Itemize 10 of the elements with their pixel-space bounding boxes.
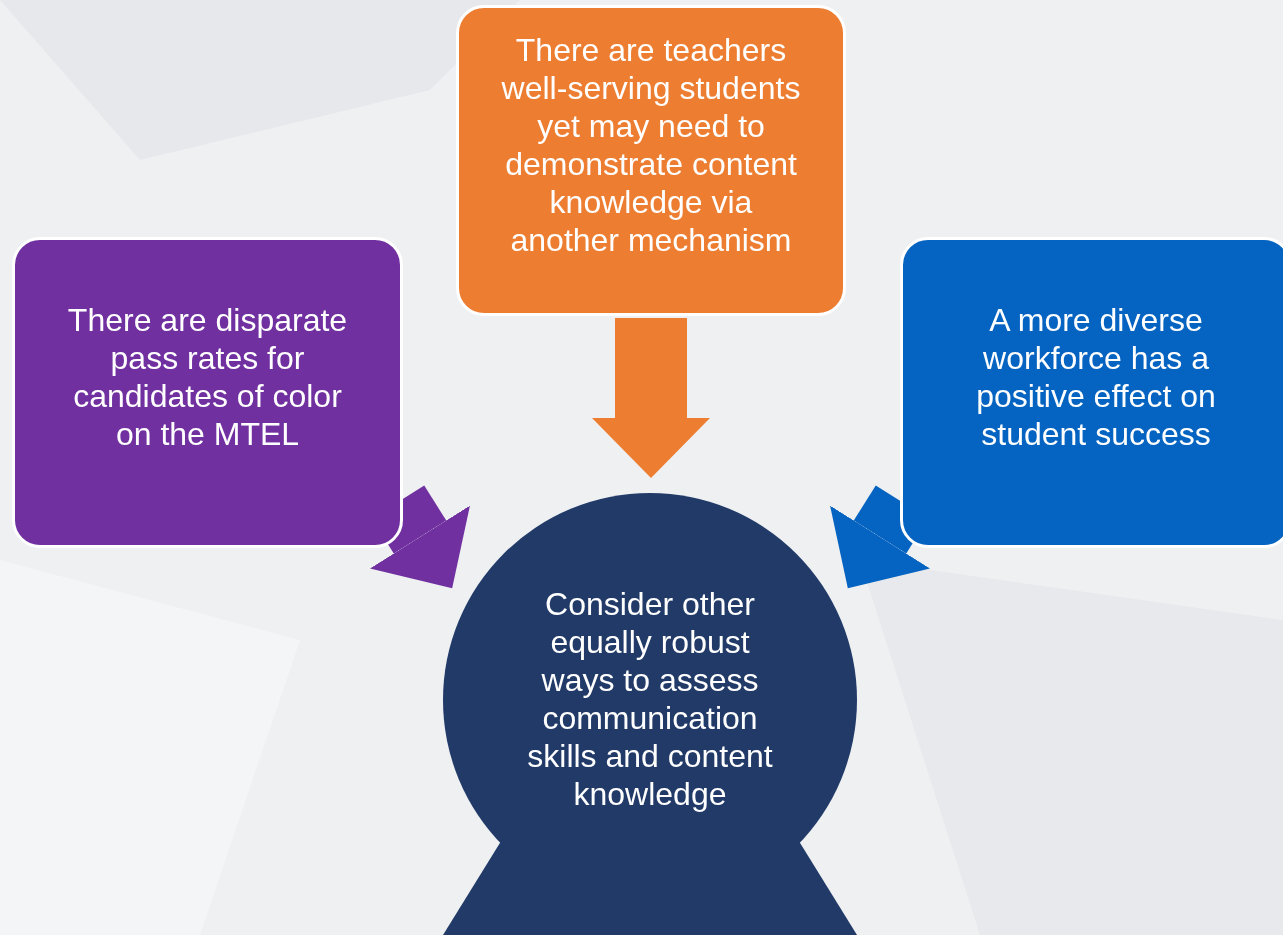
- block-arrow: [592, 318, 710, 478]
- rounded-box: [900, 237, 1283, 548]
- block-arrow: [830, 485, 930, 589]
- node-text: Consider other equally robust ways to assess communication skills and content knowledge: [526, 585, 774, 813]
- node-text: There are disparate pass rates for candidates of color on the MTEL: [66, 300, 349, 453]
- node-text: There are teachers well-serving students yet may need to demonstrate content knowledge via another mechanism: [500, 30, 802, 259]
- rounded-box: [456, 5, 846, 316]
- node-text: A more diverse workforce has a positive effect on student success: [975, 300, 1217, 453]
- block-arrow: [370, 485, 470, 589]
- rounded-box: [12, 237, 403, 548]
